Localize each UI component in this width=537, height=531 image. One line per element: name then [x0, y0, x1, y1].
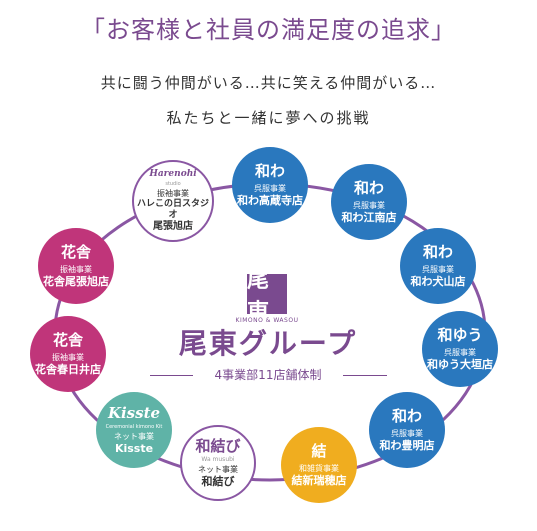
store-node-kisste[interactable]: Kisste Ceremonial kimono Kit ネット事業 Kisst… — [96, 392, 172, 468]
headline: 「お客様と社員の満足度の追求」 — [81, 16, 456, 44]
group-logo-text: KIMONO & WASOU — [235, 317, 299, 324]
store-logo: 花舎 — [60, 243, 91, 261]
store-logo: 和わ — [254, 162, 285, 180]
group-logo-mark: 尾東 — [247, 267, 287, 325]
store-logo: 結 — [311, 442, 327, 460]
store-node-inuyama[interactable]: 和わ 呉服事業 和わ犬山店 — [400, 228, 476, 304]
store-name: Kisste — [114, 442, 154, 455]
store-node-harenohi-studio[interactable]: Harenohi studio 振袖事業 ハレこの日スタジオ 尾張旭店 — [132, 160, 214, 242]
store-category: 呉服事業 — [391, 429, 423, 438]
store-name-line1: ハレこの日スタジオ — [136, 199, 209, 220]
store-category: 呉服事業 — [353, 201, 385, 210]
store-logo: 花舎 — [52, 331, 83, 349]
store-name: 和わ豊明店 — [379, 439, 435, 452]
store-name-line2: 尾張旭店 — [153, 221, 193, 232]
caption-rule-right — [342, 375, 387, 376]
store-logo: Kisste — [107, 404, 161, 422]
store-logo: 和わ — [353, 179, 384, 197]
store-category: 振袖事業 — [60, 265, 92, 274]
store-category: 和雑貨事業 — [299, 464, 339, 473]
store-logo-sub: Ceremonial kimono Kit — [105, 424, 163, 430]
store-logo: 和結び — [195, 437, 241, 455]
store-category: 呉服事業 — [422, 265, 454, 274]
caption-rule-left — [150, 375, 195, 376]
store-logo-sub: Wa musubi — [201, 456, 235, 463]
store-logo: 和ゆう — [437, 326, 483, 344]
store-category: 呉服事業 — [444, 348, 476, 357]
store-name: 和わ江南店 — [341, 211, 397, 224]
store-node-toyoake[interactable]: 和わ 呉服事業 和わ豊明店 — [369, 392, 445, 468]
store-name: 和ゆう大垣店 — [427, 358, 493, 371]
store-name: 和結び — [201, 475, 235, 488]
store-node-shinmizuho[interactable]: 結 和雑貨事業 結新瑞穂店 — [281, 427, 357, 503]
store-logo: 和わ — [422, 243, 453, 261]
store-category: ネット事業 — [114, 432, 154, 441]
store-node-kozoji[interactable]: 和わ 呉服事業 和わ高蔵寺店 — [232, 147, 308, 223]
store-node-ogaki[interactable]: 和ゆう 呉服事業 和ゆう大垣店 — [422, 311, 498, 387]
store-name: 和わ高蔵寺店 — [237, 194, 303, 207]
store-category: 振袖事業 — [157, 189, 189, 198]
store-category: 振袖事業 — [52, 353, 84, 362]
store-category: ネット事業 — [198, 465, 238, 474]
subheadline-2: 私たちと一緒に夢への挑戦 — [166, 109, 371, 127]
store-node-kasugai[interactable]: 花舎 振袖事業 花舎春日井店 — [30, 316, 106, 392]
store-name: 花舎尾張旭店 — [43, 275, 109, 288]
group-title: 尾東グループ — [178, 327, 358, 360]
store-name: 和わ犬山店 — [410, 275, 466, 288]
store-logo: Harenohi — [149, 169, 197, 179]
subheadline-1: 共に闘う仲間がいる…共に笑える仲間がいる… — [100, 74, 437, 92]
store-category: 呉服事業 — [254, 184, 286, 193]
store-name: 結新瑞穂店 — [291, 474, 347, 487]
store-node-konan[interactable]: 和わ 呉服事業 和わ江南店 — [331, 164, 407, 240]
group-caption: 4事業部11店舗体制 — [193, 366, 343, 383]
store-logo: 和わ — [391, 407, 422, 425]
store-name: 花舎春日井店 — [35, 363, 101, 376]
store-logo-sub: studio — [165, 181, 181, 187]
store-node-owariasahi[interactable]: 花舎 振袖事業 花舎尾張旭店 — [38, 228, 114, 304]
store-node-wamusubi[interactable]: 和結び Wa musubi ネット事業 和結び — [180, 425, 256, 501]
